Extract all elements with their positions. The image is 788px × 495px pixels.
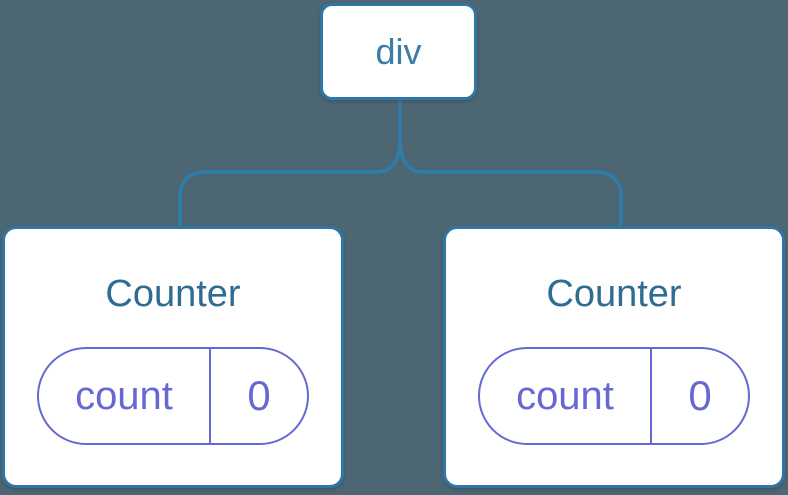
state-value-left: 0 [247, 372, 271, 419]
root-node-div: div [320, 3, 477, 100]
connector-left-branch [178, 140, 402, 229]
state-pill-left: count 0 [37, 347, 309, 445]
counter-card-left: Counter count 0 [2, 226, 344, 488]
root-node-label: div [375, 30, 422, 72]
state-key-left: count [39, 349, 211, 443]
state-key-right: count [480, 349, 652, 443]
counter-title-right: Counter [546, 273, 682, 315]
state-value-right: 0 [688, 372, 712, 419]
counter-card-right: Counter count 0 [443, 226, 785, 488]
state-pill-right: count 0 [478, 347, 750, 445]
connector-right-branch [398, 140, 623, 229]
counter-title-left: Counter [105, 273, 241, 315]
